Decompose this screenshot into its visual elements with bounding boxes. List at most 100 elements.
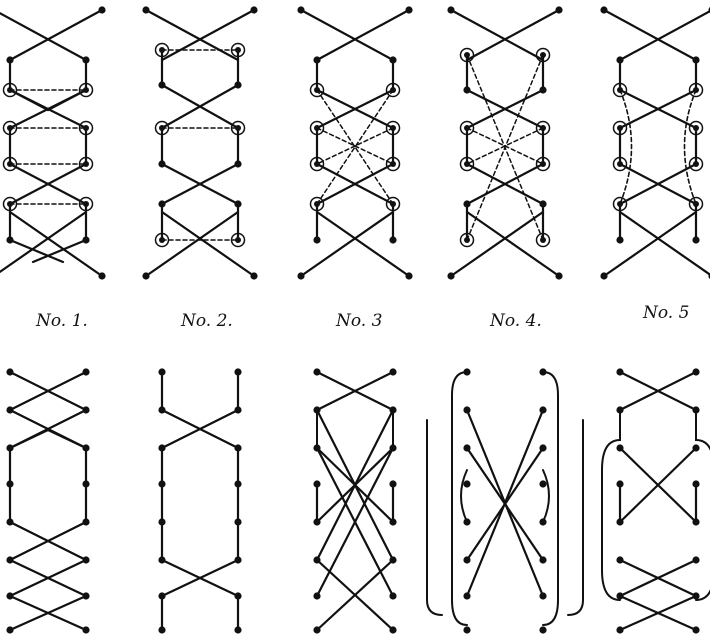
eyelet-dot <box>314 87 320 93</box>
dashed-lace <box>466 127 544 165</box>
lace-line <box>315 8 411 62</box>
eyelet-dot <box>693 87 699 93</box>
dashed-lace <box>316 89 394 205</box>
eyelet-dot <box>463 480 471 488</box>
eyelet-dot <box>389 368 397 376</box>
eyelet-dot <box>692 518 700 526</box>
eyelet-dot <box>235 125 241 131</box>
eyelet-dot <box>159 125 165 131</box>
label-no-3: No. 3 <box>336 311 383 331</box>
lace-line <box>618 162 698 206</box>
eyelet-dot <box>234 81 242 89</box>
eyelet-dot <box>389 406 397 414</box>
eyelet-dot <box>83 125 89 131</box>
eyelet-dot <box>539 368 547 376</box>
eyelet-ring <box>154 120 170 136</box>
eyelet-ring <box>612 82 628 98</box>
label-no-4: No. 4. <box>490 311 542 331</box>
eyelet-dot <box>616 592 624 600</box>
eyelet-ring <box>688 156 704 172</box>
eyelet-dot <box>158 160 166 168</box>
eyelet-dot <box>83 161 89 167</box>
lace-line <box>0 12 88 62</box>
lace-line <box>8 370 88 412</box>
eyelet-dot <box>693 201 699 207</box>
label-no-5: No. 5 <box>643 303 690 323</box>
lace-line <box>8 210 104 278</box>
lace-line <box>315 162 395 206</box>
eyelet-ring <box>2 156 18 172</box>
lace-line <box>618 9 710 62</box>
eyelet-dot <box>6 556 14 564</box>
eyelet-dot <box>539 86 547 94</box>
eyelet-dot <box>616 368 624 376</box>
eyelet-dot <box>313 56 321 64</box>
label-no-2: No. 2. <box>181 311 233 331</box>
eyelet-ring <box>309 196 325 212</box>
eyelet-dot <box>616 556 624 564</box>
eyelet-dot <box>158 556 166 564</box>
eyelet-dot <box>539 406 547 414</box>
eyelet-dot <box>7 201 13 207</box>
eyelet-dot <box>463 368 471 376</box>
eyelet-dot <box>390 161 396 167</box>
lace-loop <box>567 419 584 616</box>
lace-line <box>602 8 698 62</box>
label-no-1: No. 1. <box>36 311 88 331</box>
eyelet-dot <box>234 626 242 634</box>
eyelet-dot <box>158 480 166 488</box>
eyelet-dot <box>464 237 470 243</box>
eyelet-dot <box>389 444 397 452</box>
eyelet-dot <box>617 201 623 207</box>
eyelet-dot <box>82 592 90 600</box>
eyelet-dot <box>234 368 242 376</box>
eyelet-dot <box>463 86 471 94</box>
eyelet-ring <box>535 120 551 136</box>
eyelet-dot <box>158 200 166 208</box>
eyelet-dot <box>314 125 320 131</box>
eyelet-dot <box>539 200 547 208</box>
eyelet-dot <box>235 237 241 243</box>
eyelet-dot <box>463 556 471 564</box>
eyelet-ring <box>535 156 551 172</box>
eyelet-ring <box>230 42 246 58</box>
eyelet-dot <box>540 125 546 131</box>
lace-line <box>449 210 545 278</box>
eyelet-ring <box>2 120 18 136</box>
lace-line <box>160 8 256 62</box>
lace-line <box>465 88 545 130</box>
eyelet-dot <box>463 518 471 526</box>
eyelet-dot <box>83 87 89 93</box>
lace-loop <box>460 469 468 523</box>
eyelet-dot <box>159 47 165 53</box>
lace-line <box>299 210 395 278</box>
eyelet-dot <box>82 556 90 564</box>
lace-loop <box>695 409 710 601</box>
eyelet-dot <box>313 556 321 564</box>
eyelet-dot <box>234 200 242 208</box>
eyelet-ring <box>612 196 628 212</box>
eyelet-dot <box>83 201 89 207</box>
eyelet-ring <box>2 196 18 212</box>
eyelet-dot <box>463 444 471 452</box>
eyelet-dot <box>6 406 14 414</box>
eyelet-dot <box>158 368 166 376</box>
eyelet-dot <box>405 6 413 14</box>
lace-line <box>160 83 240 130</box>
eyelet-dot <box>389 56 397 64</box>
eyelet-dot <box>234 556 242 564</box>
eyelet-dot <box>82 444 90 452</box>
lace-line <box>8 238 65 264</box>
eyelet-dot <box>692 406 700 414</box>
eyelet-dot <box>555 6 563 14</box>
eyelet-dot <box>692 444 700 452</box>
lace-line <box>8 520 88 562</box>
eyelet-dot <box>463 592 471 600</box>
lace-line <box>315 210 411 278</box>
eyelet-ring <box>535 47 551 63</box>
eyelet-dot <box>313 518 321 526</box>
eyelet-ring <box>688 82 704 98</box>
lace-loop <box>601 409 621 601</box>
